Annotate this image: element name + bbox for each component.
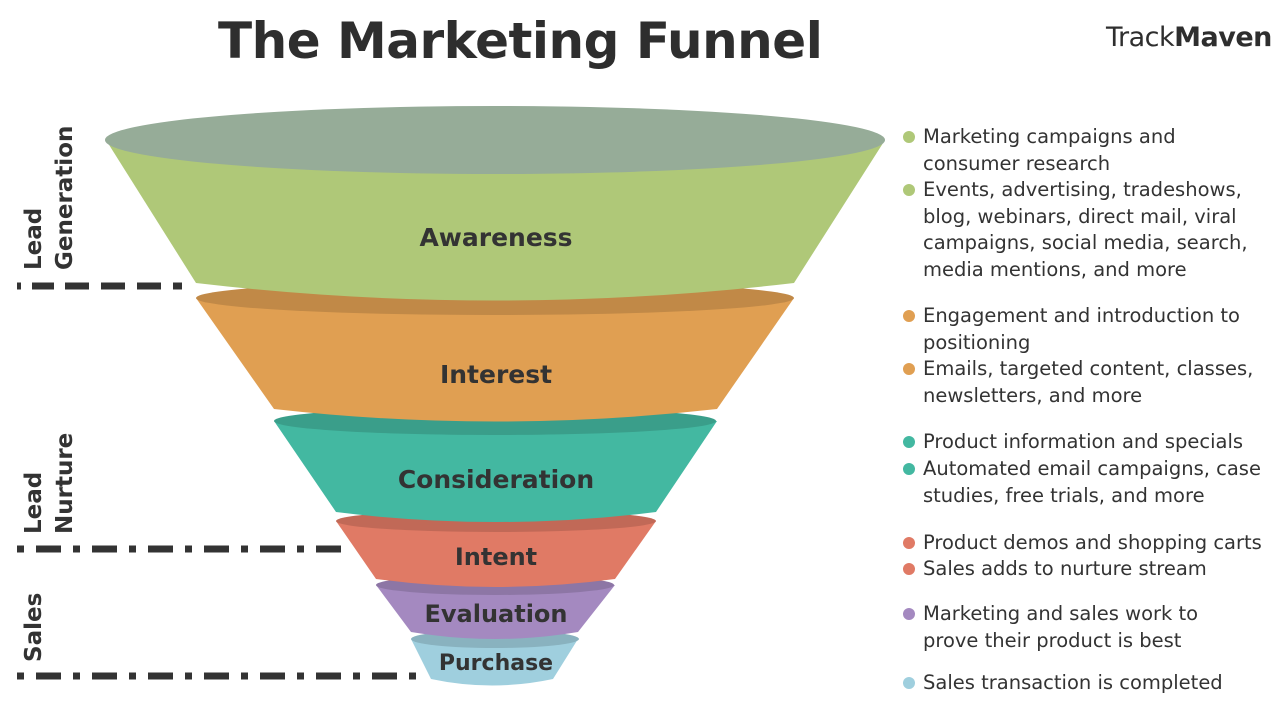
bullet-item: Marketing campaigns and consumer research xyxy=(903,124,1275,177)
bullet-line: Product demos and shopping carts xyxy=(923,531,1262,554)
funnel-band-consideration xyxy=(274,408,717,522)
bullet-dot-icon xyxy=(903,436,915,448)
stage-label-consideration: Consideration xyxy=(398,465,594,494)
stage-label-awareness: Awareness xyxy=(419,223,572,252)
bullet-item: Sales adds to nurture stream xyxy=(903,556,1275,583)
funnel-band-awareness xyxy=(106,140,885,301)
bullet-item: Emails, targeted content, classes, newsle… xyxy=(903,356,1275,409)
bullet-line: Engagement and introduction to xyxy=(923,304,1240,327)
bullet-line: media mentions, and more xyxy=(923,257,1187,281)
bullet-item: Product demos and shopping carts xyxy=(903,530,1275,557)
funnel-stage-consideration: Consideration xyxy=(274,407,717,522)
bullet-line: Sales adds to nurture stream xyxy=(923,557,1207,580)
bullet-line: Product information and specials xyxy=(923,430,1244,453)
bullet-item: Automated email campaigns, case studies, … xyxy=(903,456,1275,509)
bullet-item: Events, advertising, tradeshows, blog, we… xyxy=(903,177,1275,283)
side-label-lead-generation-line2: Generation xyxy=(52,126,78,270)
funnel-stage-awareness: Awareness xyxy=(105,106,885,301)
bullet-dot-icon xyxy=(903,310,915,322)
funnel-band-interest xyxy=(196,283,794,422)
bullet-dot-icon xyxy=(903,537,915,549)
stage-label-evaluation: Evaluation xyxy=(424,600,567,628)
bullet-line: campaigns, social media, search, xyxy=(923,231,1248,254)
side-label-sales: Sales xyxy=(21,593,47,662)
bullet-line: Events, advertising, tradeshows, xyxy=(923,178,1242,201)
brand-logo-bold: Maven xyxy=(1174,22,1272,53)
bullet-item: Product information and specials xyxy=(903,429,1275,456)
bullet-line: consumer research xyxy=(923,151,1111,175)
bullet-line: Emails, targeted content, classes, xyxy=(923,357,1254,380)
page-title: The Marketing Funnel xyxy=(218,12,823,70)
funnel-band-intent xyxy=(336,512,656,587)
bullet-line: Marketing and sales work to xyxy=(923,602,1199,625)
bullet-line: Sales transaction is completed xyxy=(923,671,1223,694)
bullet-line: Automated email campaigns, case xyxy=(923,457,1261,480)
side-label-lead-generation: Lead Generation xyxy=(21,126,78,270)
bullet-line: blog, webinars, direct mail, viral xyxy=(923,204,1237,228)
bullet-line: studies, free trials, and more xyxy=(923,483,1205,507)
funnel-stage-interest: Interest xyxy=(196,281,794,422)
stage-label-purchase: Purchase xyxy=(439,651,553,676)
funnel-diagram: Purchase Evaluation Intent Consideration… xyxy=(17,106,885,686)
bullet-dot-icon xyxy=(903,563,915,575)
brand-logo: TrackMaven xyxy=(1106,22,1272,53)
bullet-dot-icon xyxy=(903,131,915,143)
bullet-item: Engagement and introduction to positionin… xyxy=(903,303,1275,356)
stage-label-interest: Interest xyxy=(440,360,552,389)
side-label-lead-nurture-line1: Lead xyxy=(21,472,47,534)
bullet-dot-icon xyxy=(903,463,915,475)
bullet-dot-icon xyxy=(903,677,915,689)
bullet-dot-icon xyxy=(903,363,915,375)
bullet-line: newsletters, and more xyxy=(923,383,1143,407)
funnel-opening xyxy=(105,106,885,174)
side-label-lead-generation-line1: Lead xyxy=(21,208,47,270)
bullet-line: positioning xyxy=(923,330,1031,354)
bullet-item: Marketing and sales work to prove their p… xyxy=(903,601,1275,654)
bullet-item: Sales transaction is completed xyxy=(903,670,1275,697)
side-label-lead-nurture-line2: Nurture xyxy=(52,433,78,534)
stage-label-intent: Intent xyxy=(455,543,537,571)
bullet-line: Marketing campaigns and xyxy=(923,125,1176,148)
side-label-lead-nurture: Lead Nurture xyxy=(21,433,78,534)
bullet-dot-icon xyxy=(903,608,915,620)
brand-logo-light: Track xyxy=(1106,22,1175,53)
bullet-line: prove their product is best xyxy=(923,628,1182,652)
bullet-dot-icon xyxy=(903,184,915,196)
